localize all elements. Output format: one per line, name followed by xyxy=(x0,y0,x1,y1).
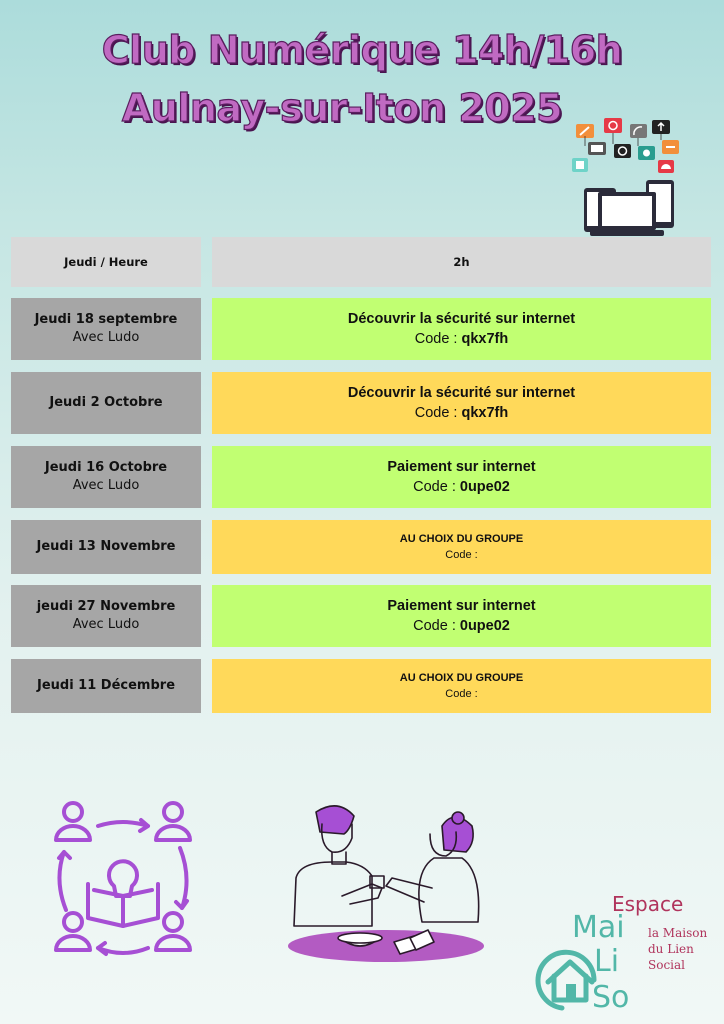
header-slot-label: 2h xyxy=(453,255,470,269)
logo-mai: Mai xyxy=(572,910,625,945)
session-code-label: Code : xyxy=(445,688,478,700)
session-code-label: Code : xyxy=(445,549,478,561)
session-code: qkx7fh xyxy=(461,405,509,421)
header-slot-column: 2h xyxy=(212,237,711,287)
session-activity-cell: Découvrir la sécurité sur internet Code … xyxy=(212,372,711,434)
session-date-cell: jeudi 27 Novembre Avec Ludo xyxy=(11,585,201,647)
session-date: jeudi 27 Novembre xyxy=(36,599,176,614)
devices-icon xyxy=(572,118,679,236)
logo-tagline-3: Social xyxy=(648,958,685,972)
session-date: Jeudi 11 Décembre xyxy=(36,678,176,693)
session-date: Jeudi 16 Octobre xyxy=(44,460,168,475)
session-activity: AU CHOIX DU GROUPE xyxy=(399,533,524,545)
session-activity: Paiement sur internet xyxy=(387,598,536,614)
session-activity: Découvrir la sécurité sur internet xyxy=(347,385,576,401)
people-sharing-meal-illustration xyxy=(288,805,484,962)
logo-tagline-1: la Maison xyxy=(648,926,708,940)
maliso-logo: Espace Mai Li So la Maison du Lien Socia… xyxy=(528,892,718,1022)
social-media-icons xyxy=(572,118,679,173)
logo-so: So xyxy=(592,980,630,1015)
session-host: Avec Ludo xyxy=(72,330,140,345)
group-idea-icon xyxy=(54,801,192,956)
session-activity-cell: Découvrir la sécurité sur internet Code … xyxy=(212,298,711,360)
session-activity-cell: Paiement sur internet Code : 0upe02 xyxy=(212,585,711,647)
session-date: Jeudi 2 Octobre xyxy=(49,395,163,410)
title-line-2: Aulnay-sur-Iton 2025 xyxy=(121,85,563,130)
title-line-1: Club Numérique 14h/16h xyxy=(101,27,623,72)
header-date-label: Jeudi / Heure xyxy=(64,255,148,269)
session-activity-cell: AU CHOIX DU GROUPE Code : xyxy=(212,659,711,713)
session-date: Jeudi 13 Novembre xyxy=(36,539,176,554)
logo-espace: Espace xyxy=(612,892,684,916)
session-activity: AU CHOIX DU GROUPE xyxy=(399,672,524,684)
session-code: 0upe02 xyxy=(459,618,510,634)
session-activity-cell: AU CHOIX DU GROUPE Code : xyxy=(212,520,711,574)
session-date: Jeudi 18 septembre xyxy=(34,312,178,327)
session-code: qkx7fh xyxy=(461,331,509,347)
session-date-cell: Jeudi 11 Décembre xyxy=(11,659,201,713)
session-date-cell: Jeudi 18 septembre Avec Ludo xyxy=(11,298,201,360)
header-date-column: Jeudi / Heure xyxy=(11,237,201,287)
house-icon xyxy=(535,949,597,1011)
session-activity: Paiement sur internet xyxy=(387,459,536,475)
session-code-label: Code : xyxy=(413,479,456,495)
session-date-cell: Jeudi 2 Octobre xyxy=(11,372,201,434)
session-code-label: Code : xyxy=(414,331,458,347)
session-host: Avec Ludo xyxy=(72,478,140,493)
session-code-label: Code : xyxy=(413,618,456,634)
session-code-label: Code : xyxy=(414,405,458,421)
logo-tagline-2: du Lien xyxy=(648,942,694,956)
logo-li: Li xyxy=(594,944,620,979)
session-host: Avec Ludo xyxy=(72,617,140,632)
session-activity-cell: Paiement sur internet Code : 0upe02 xyxy=(212,446,711,508)
session-date-cell: Jeudi 13 Novembre xyxy=(11,520,201,574)
session-code: 0upe02 xyxy=(459,479,510,495)
session-date-cell: Jeudi 16 Octobre Avec Ludo xyxy=(11,446,201,508)
session-activity: Découvrir la sécurité sur internet xyxy=(347,311,576,327)
